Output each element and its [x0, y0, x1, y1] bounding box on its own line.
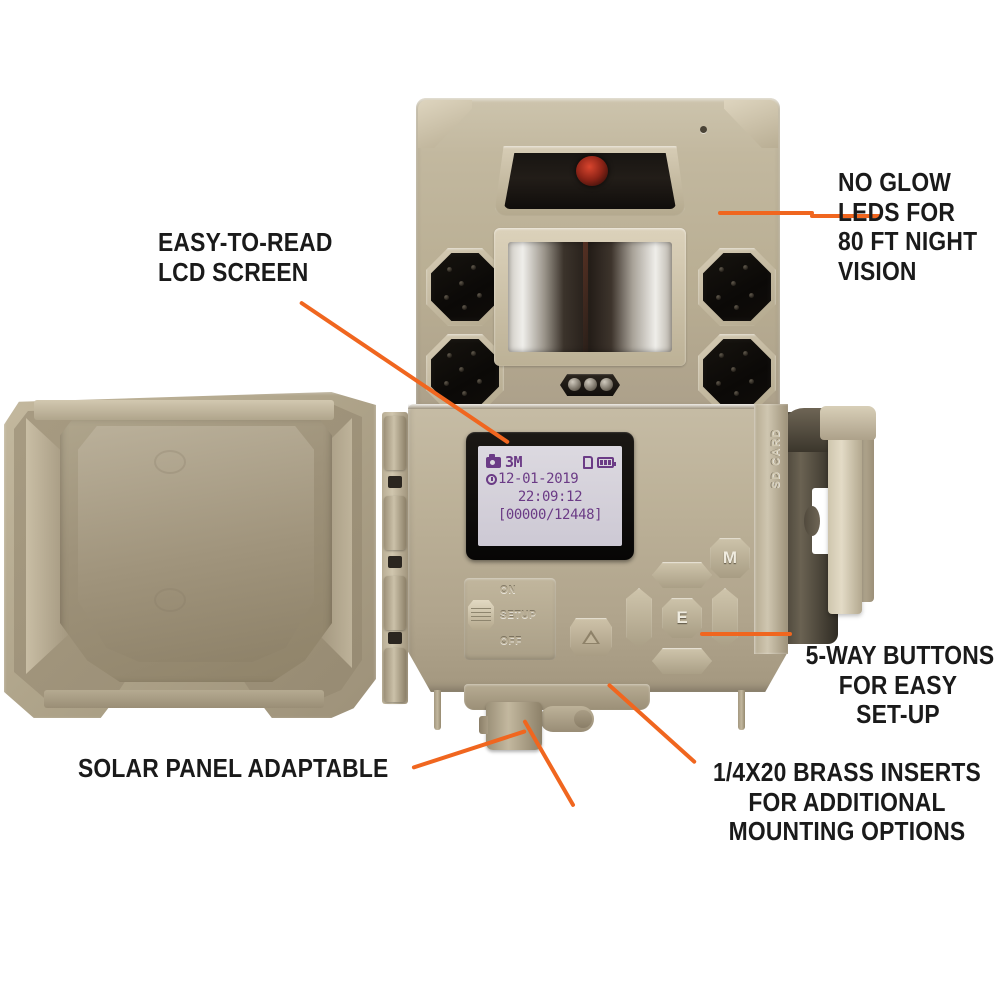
door-edge-top — [34, 400, 334, 420]
callout-line: LEDS FOR — [838, 196, 956, 227]
lcd-date-value: 12-01-2019 — [498, 471, 579, 487]
dpad-up-button[interactable] — [652, 562, 712, 588]
hinge-gap — [388, 632, 402, 644]
led-array-right-middle — [698, 334, 776, 412]
enter-button-label: E — [676, 608, 688, 627]
dpad-right-button[interactable] — [712, 588, 738, 648]
lcd-date-row: 12-01-2019 — [486, 471, 614, 489]
callout-line: 5-WAY BUTTONS — [805, 640, 995, 670]
camera-icon — [486, 453, 501, 468]
callout-line: 80 FT NIGHT — [838, 226, 978, 257]
lcd-status-row: 3M — [486, 453, 616, 471]
sensor-dot — [584, 378, 597, 391]
callout-line: FOR EASY — [838, 669, 958, 700]
hinge-knuckle — [384, 576, 406, 630]
pir-sensor-lens — [508, 242, 672, 352]
callout-no-glow-leds: NO GLOW LEDS FOR 80 FT NIGHT VISION — [838, 167, 978, 287]
dpad-down-button[interactable] — [652, 648, 712, 674]
enter-button[interactable]: E — [662, 598, 702, 638]
mode-button-label: M — [722, 548, 738, 567]
hinge-gap — [388, 476, 402, 488]
callout-line: MOUNTING OPTIONS — [728, 816, 966, 847]
camera-leg-left — [434, 690, 441, 730]
leader-line-no-glow-leds — [810, 214, 882, 218]
sensor-dot — [600, 378, 613, 391]
latch-cap — [820, 406, 876, 440]
sd-card-label: SD CARD — [770, 428, 782, 489]
switch-label-off: OFF — [500, 636, 522, 647]
led-array-right-top — [698, 248, 776, 326]
lcd-screen: 3M 12-01-2019 22:09:12 [00000/12448] — [478, 446, 622, 546]
power-mode-switch[interactable]: ON SETUP OFF — [464, 578, 556, 660]
callout-five-way-buttons: 5-WAY BUTTONS FOR EASY SET-UP — [805, 640, 995, 730]
switch-label-on: ON — [500, 585, 517, 596]
camera-latch-assembly — [776, 406, 886, 644]
hinge-knuckle — [384, 496, 406, 550]
callout-line: NO GLOW — [838, 167, 952, 197]
warning-triangle-button[interactable] — [570, 618, 612, 656]
camera-lens-icon — [576, 156, 608, 186]
sd-card-icon — [583, 455, 593, 469]
clock-icon — [486, 474, 497, 486]
dpad-left-button[interactable] — [626, 588, 652, 648]
camera-door-open — [4, 392, 408, 722]
hinge-knuckle — [384, 648, 406, 702]
door-boss-top — [154, 450, 186, 474]
latch-backplate — [860, 434, 874, 602]
callout-brass-inserts: 1/4X20 BRASS INSERTS FOR ADDITIONAL MOUN… — [712, 757, 982, 847]
lcd-time-value: 22:09:12 — [517, 488, 583, 505]
door-inner-panel — [78, 426, 314, 662]
latch-faceplate — [828, 426, 862, 614]
led-array-left-top — [426, 248, 504, 326]
callout-line: LCD SCREEN — [158, 256, 309, 287]
lcd-status-icons — [583, 455, 616, 469]
battery-icon — [597, 456, 616, 468]
lcd-mode-value: 3M — [505, 453, 523, 471]
callout-line: VISION — [838, 255, 917, 286]
right-side-rail — [754, 404, 788, 654]
pir-sensor-frame — [494, 228, 686, 366]
switch-label-setup: SETUP — [500, 610, 537, 621]
head-corner-left — [418, 100, 472, 148]
led-array-left-middle — [426, 334, 504, 412]
callout-line: 1/4X20 BRASS INSERTS — [712, 757, 982, 787]
body-seam — [408, 404, 788, 409]
warning-triangle-icon — [582, 630, 600, 644]
no-glow-led-panel — [703, 253, 771, 321]
mode-button[interactable]: M — [710, 538, 750, 578]
trail-camera-body: SD CARD 3M 12-01-2019 — [408, 98, 788, 750]
light-sensor-strip — [560, 374, 620, 396]
camera-leg-right — [738, 690, 745, 730]
sensor-dot — [568, 378, 581, 391]
hinge-gap — [388, 556, 402, 568]
callout-line: SOLAR PANEL ADAPTABLE — [78, 753, 389, 783]
callout-line: SET-UP — [856, 699, 940, 730]
callout-lcd-screen: EASY-TO-READ LCD SCREEN — [158, 227, 333, 287]
leader-line-five-way — [700, 632, 792, 636]
switch-knob[interactable] — [468, 600, 494, 630]
no-glow-led-panel — [703, 339, 771, 407]
mount-arm — [540, 706, 594, 732]
no-glow-led-panel — [431, 253, 499, 321]
five-way-button-pad[interactable]: E M — [626, 538, 750, 674]
microphone-hole — [700, 126, 707, 133]
leader-line-brass-inserts-2 — [522, 719, 576, 808]
door-edge-bottom — [44, 690, 324, 708]
lcd-bezel: 3M 12-01-2019 22:09:12 [00000/12448] — [466, 432, 634, 560]
head-corner-right — [724, 100, 778, 148]
lcd-counter-value: [00000/12448] — [497, 506, 603, 523]
callout-line: FOR ADDITIONAL — [748, 786, 946, 817]
callout-solar-panel: SOLAR PANEL ADAPTABLE — [78, 753, 389, 784]
leader-line-no-glow-leds-2 — [718, 211, 814, 215]
hinge-knuckle — [384, 416, 406, 470]
callout-line: EASY-TO-READ — [158, 227, 333, 257]
door-boss-bottom — [154, 588, 186, 612]
